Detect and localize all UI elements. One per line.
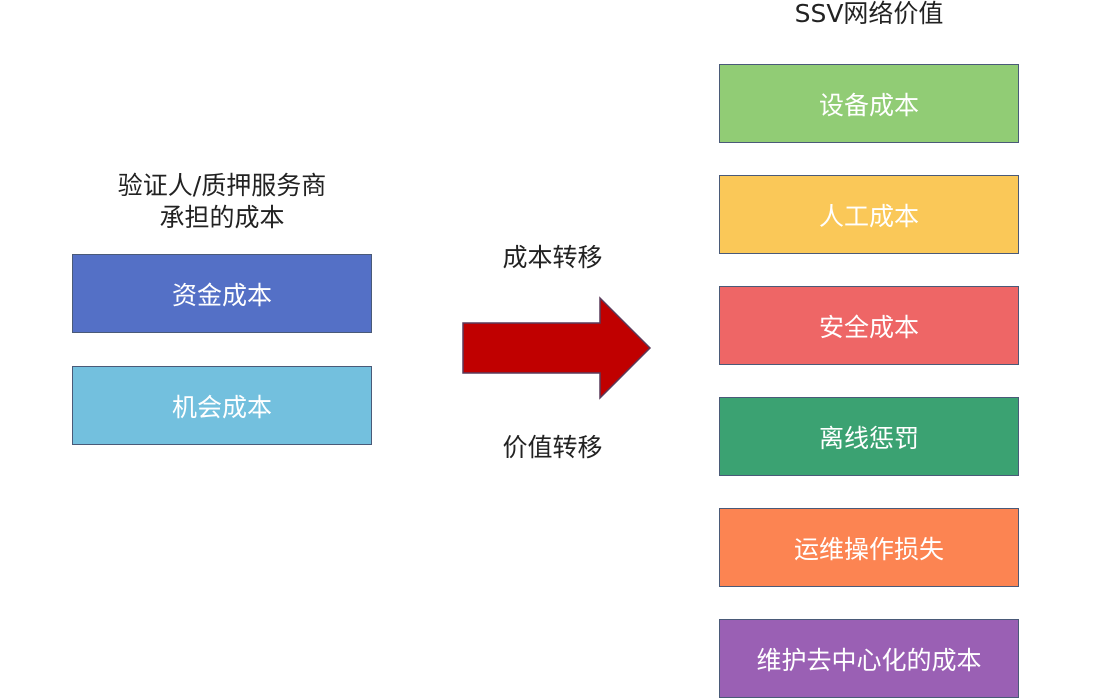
right-box-0: 设备成本 [719, 64, 1019, 143]
left-box-capital-cost: 资金成本 [72, 254, 372, 333]
left-title-line1: 验证人/质押服务商 [117, 171, 327, 200]
left-title: 验证人/质押服务商 承担的成本 [72, 170, 372, 234]
arrow-shape [462, 296, 652, 400]
right-box-3: 离线惩罚 [719, 397, 1019, 476]
right-box-2: 安全成本 [719, 286, 1019, 365]
right-box-4: 运维操作损失 [719, 508, 1019, 587]
arrow-bottom-label: 价值转移 [502, 433, 603, 462]
right-title: SSV网络价值 [794, 0, 944, 28]
right-arrow-icon [462, 296, 652, 400]
left-box-opportunity-cost: 机会成本 [72, 366, 372, 445]
arrow-top-label: 成本转移 [502, 243, 603, 272]
right-box-5: 维护去中心化的成本 [719, 619, 1019, 698]
right-box-1: 人工成本 [719, 175, 1019, 254]
left-title-line2: 承担的成本 [159, 203, 285, 232]
